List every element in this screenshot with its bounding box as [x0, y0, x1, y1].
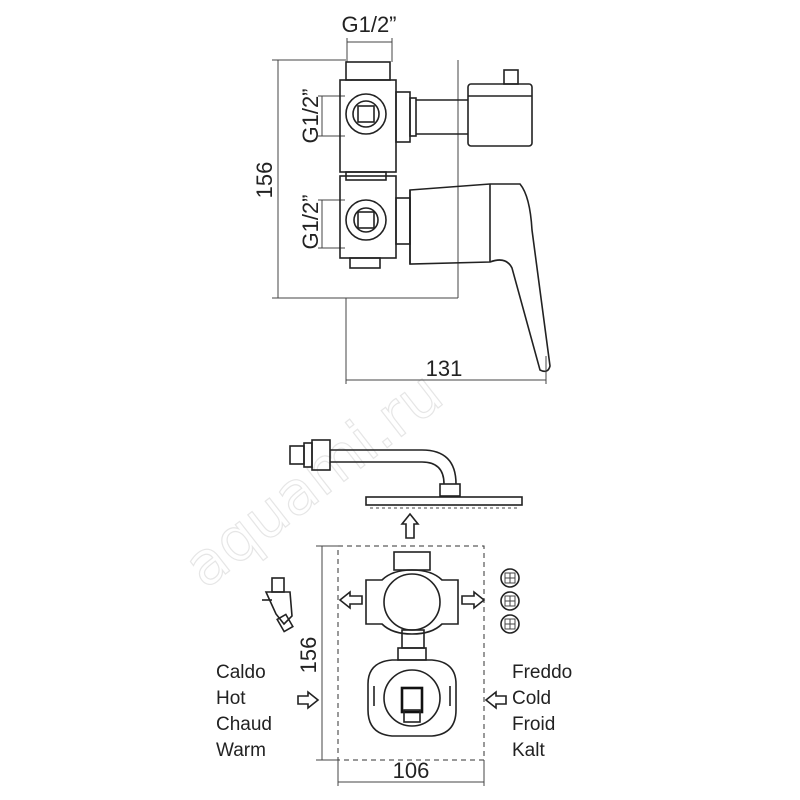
body-jet-3: [500, 614, 520, 634]
lower-thread-label: G1/2”: [298, 194, 323, 249]
cold-label-en: Cold: [512, 688, 551, 709]
lower-thread-dimension: G1/2”: [298, 194, 345, 250]
front-height-label: 156: [296, 637, 321, 674]
valve-body: [339, 61, 468, 269]
depth-label: 131: [426, 356, 463, 381]
height-dimension: 156: [252, 59, 458, 299]
outlet-arrow-up: [400, 512, 420, 539]
shower-head: [365, 496, 523, 509]
cold-label-de: Kalt: [512, 740, 545, 761]
mixer-cartridge: [367, 647, 457, 737]
hot-water-labels: Caldo Hot Chaud Warm: [216, 662, 272, 761]
body-jet-2: [500, 591, 520, 611]
height-label: 156: [252, 162, 277, 199]
cold-label-fr: Froid: [512, 714, 555, 735]
side-view: G1/2” 156 G1/2” G1/2”: [252, 12, 551, 384]
cold-inlet-arrow: [484, 690, 507, 710]
width-label: 106: [393, 758, 430, 783]
hot-label-en: Hot: [216, 688, 246, 709]
depth-dimension: 131: [345, 298, 547, 384]
hot-inlet-arrow: [297, 690, 320, 710]
upper-thread-dimension: G1/2”: [298, 88, 345, 144]
cold-water-labels: Freddo Cold Froid Kalt: [512, 662, 572, 761]
wall-box-outline: [337, 545, 485, 761]
outlet-arrow-left: [338, 590, 363, 610]
watermark: aquami.ru: [171, 358, 456, 602]
hot-label-it: Caldo: [216, 662, 266, 683]
front-view: 156 106 Caldo Hot Chaud Warm Freddo Cold…: [216, 439, 572, 786]
width-dimension: 106: [337, 758, 485, 786]
cold-label-it: Freddo: [512, 662, 572, 683]
diverter-block: [365, 551, 459, 649]
body-jets: [500, 568, 520, 634]
shower-arm: [289, 439, 461, 497]
mixer-lever: [409, 183, 551, 373]
outlet-arrow-right: [461, 590, 486, 610]
upper-thread-label: G1/2”: [298, 88, 323, 143]
hand-shower-holder: [262, 577, 294, 633]
top-thread-dimension: G1/2”: [341, 12, 397, 62]
body-jet-1: [500, 568, 520, 588]
hot-label-fr: Chaud: [216, 714, 272, 735]
hot-label-de: Warm: [216, 740, 266, 761]
front-height-dimension: 156: [296, 545, 338, 761]
diverter-knob: [467, 69, 533, 147]
top-thread-label: G1/2”: [341, 12, 396, 37]
